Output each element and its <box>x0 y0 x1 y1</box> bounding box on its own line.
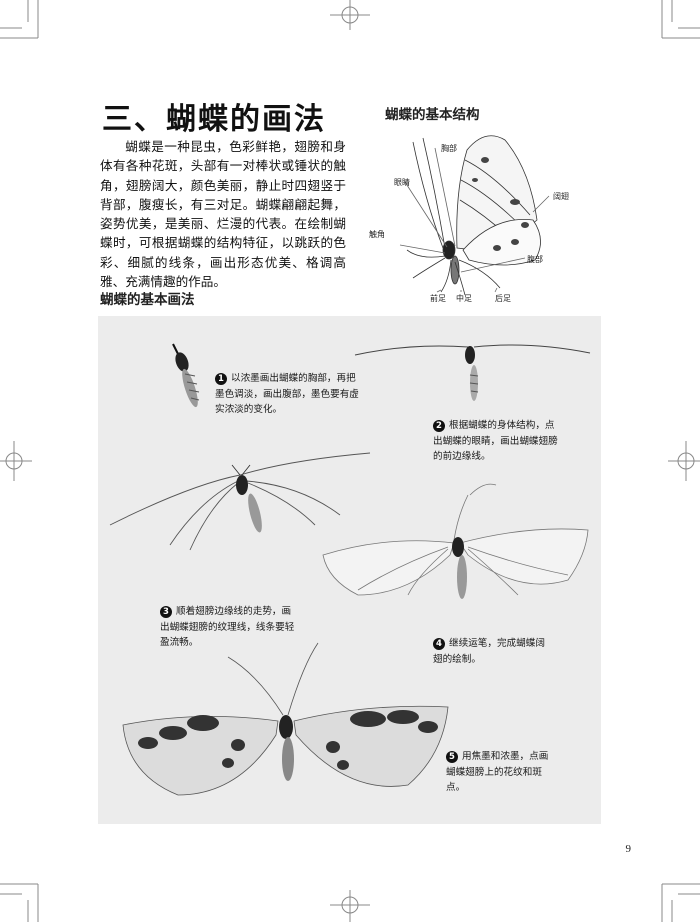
label-antenna: 触角 <box>369 230 385 239</box>
label-wing: 阔翅 <box>553 192 569 201</box>
label-chest: 胸部 <box>441 144 457 153</box>
page-title: 三、蝴蝶的画法 <box>102 102 326 137</box>
label-eye: 眼睛 <box>394 178 410 187</box>
step-3-number: 3 <box>160 606 172 618</box>
step4-sketch <box>322 483 589 599</box>
step5-sketch <box>122 642 449 796</box>
step3-sketch <box>109 452 371 551</box>
label-front-leg: 前足 <box>430 294 446 303</box>
step-1-text: 以浓墨画出蝴蝶的胸部，再把墨色调淡，画出腹部，墨色要有虚实浓淡的变化。 <box>215 373 359 415</box>
label-abdomen: 腹部 <box>527 255 543 264</box>
step-5-number: 5 <box>446 751 458 763</box>
step-4-number: 4 <box>433 638 445 650</box>
intro-paragraph: 蝴蝶是一种昆虫，色彩鲜艳，翅膀和身体有各种花斑，头部有一对棒状或锤状的触角，翅膀… <box>100 137 346 291</box>
label-hind-leg: 后足 <box>495 294 511 303</box>
step2-sketch <box>354 344 591 401</box>
structure-heading: 蝴蝶的基本结构 <box>385 107 480 123</box>
step-2-text: 根据蝴蝶的身体结构，点出蝴蝶的眼睛，画出蝴蝶翅膀的前边缘线。 <box>433 420 558 462</box>
step-5-text: 用焦墨和浓墨，点画蝴蝶翅膀上的花纹和斑点。 <box>446 751 549 793</box>
butterfly-structure-illustration <box>399 135 550 296</box>
step-4-text: 继续运笔，完成蝴蝶阔翅的绘制。 <box>433 638 545 665</box>
page-number: 9 <box>625 843 632 855</box>
step-3-text: 顺着翅膀边缘线的走势，画出蝴蝶翅膀的纹理线，线条要轻盈流畅。 <box>160 606 295 648</box>
intro-text: 蝴蝶是一种昆虫，色彩鲜艳，翅膀和身体有各种花斑，头部有一对棒状或锤状的触角，翅膀… <box>100 139 346 290</box>
label-mid-leg: 中足 <box>456 294 472 303</box>
step-1-number: 1 <box>215 373 227 385</box>
step-2-number: 2 <box>433 420 445 432</box>
method-heading: 蝴蝶的基本画法 <box>100 292 195 308</box>
step1-sketch <box>172 343 200 408</box>
